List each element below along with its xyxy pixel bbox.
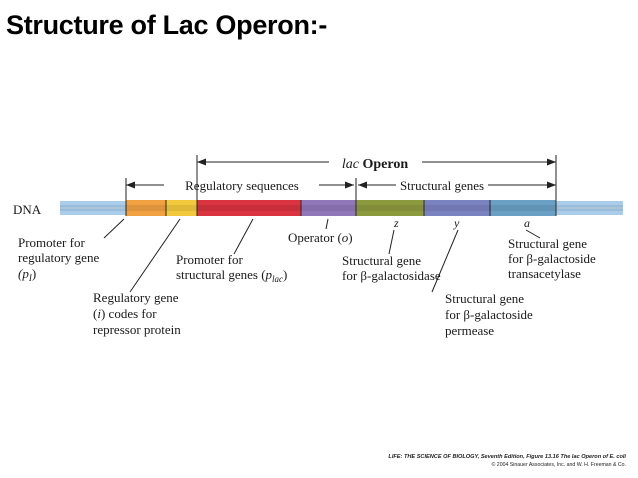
figure-credit-line2: © 2004 Sinauer Associates, Inc. and W. H… xyxy=(492,461,626,468)
dna-strand xyxy=(60,200,623,216)
promoter-structural-segment xyxy=(197,200,301,216)
promoter-structural-label: Promoter for structural genes (plac) xyxy=(176,252,287,284)
dna-label: DNA xyxy=(13,202,42,217)
structural-genes-label: Structural genes xyxy=(400,178,484,193)
gene-z-letter: z xyxy=(393,216,399,230)
gene-y-letter: y xyxy=(453,216,460,230)
gene-a-letter: a xyxy=(524,216,530,230)
gene-a-segment xyxy=(490,200,556,216)
page-title: Structure of Lac Operon:- xyxy=(6,10,328,40)
permease-gene-label: Structural gene for β-galactoside permea… xyxy=(445,291,536,338)
transacetylase-gene-label: Structural gene for β-galactoside transa… xyxy=(508,236,599,281)
operon-label: lac Operon xyxy=(342,157,408,172)
beta-galactosidase-gene-label: Structural gene for β-galactosidase xyxy=(342,253,441,283)
leader-lines xyxy=(103,218,541,293)
gene-z-segment xyxy=(356,200,424,216)
regulatory-span-arrow xyxy=(125,178,354,200)
promoter-regulatory-label: Promoter for regulatory gene (pI) xyxy=(18,235,102,283)
regulatory-gene-label: Regulatory gene (i) codes for repressor … xyxy=(93,290,182,337)
regulatory-sequences-label: Regulatory sequences xyxy=(185,178,299,193)
gene-y-segment xyxy=(424,200,490,216)
operator-segment xyxy=(301,200,356,216)
operator-label: Operator (o) xyxy=(288,230,353,245)
figure-credit-line1: LIFE: THE SCIENCE OF BIOLOGY, Seventh Ed… xyxy=(388,454,626,460)
regulatory-gene-segment xyxy=(166,200,197,216)
operon-span-arrow xyxy=(196,155,557,200)
structural-span-arrow xyxy=(355,178,556,200)
promoter-regulatory-segment xyxy=(126,200,166,216)
